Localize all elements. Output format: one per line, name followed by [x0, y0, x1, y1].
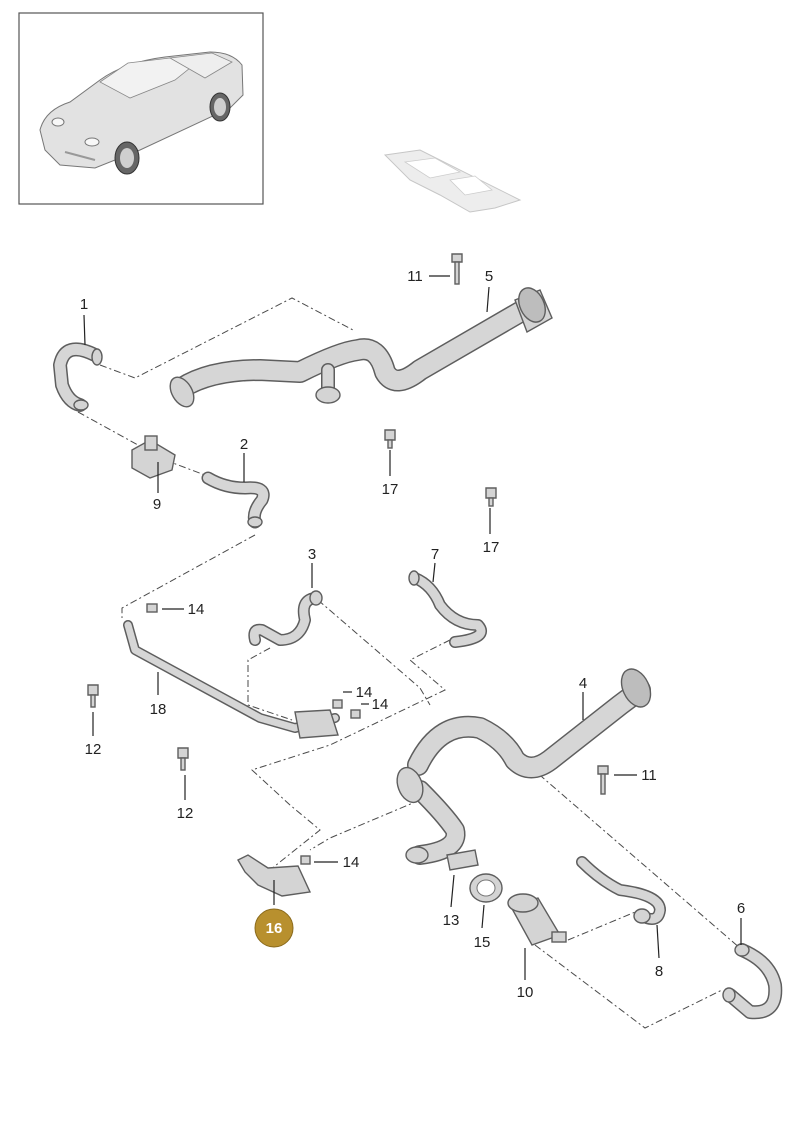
callout-14-a: 14 — [188, 601, 205, 618]
callout-3: 3 — [308, 546, 316, 563]
part-4-lower-coolant-pipe — [396, 668, 652, 865]
callout-labels: 1 2 3 4 5 6 7 8 9 10 11 11 12 12 13 14 1… — [80, 268, 745, 1001]
part-6-hose — [722, 943, 783, 1020]
callout-18: 18 — [150, 701, 167, 718]
callout-12-b: 12 — [177, 805, 194, 822]
bolt-17-a — [384, 429, 396, 449]
part-15-sleeve — [469, 873, 503, 903]
callout-8: 8 — [655, 963, 663, 980]
callout-1: 1 — [80, 296, 88, 313]
part-5-upper-coolant-pipe — [169, 287, 553, 408]
bolt-11-lower — [597, 765, 609, 795]
part-2-hose — [201, 471, 270, 529]
vehicle-thumbnail — [18, 12, 264, 205]
part-16-bracket — [237, 854, 312, 897]
part-10-pump — [507, 893, 567, 946]
bolt-17-b — [485, 487, 497, 507]
part-9-valve — [131, 435, 176, 479]
callout-11-top: 11 — [407, 268, 423, 285]
bolt-12-a — [87, 684, 99, 708]
callout-4: 4 — [579, 675, 587, 692]
callout-6: 6 — [737, 900, 745, 917]
callout-9: 9 — [153, 496, 161, 513]
part-8-hose — [576, 856, 666, 925]
callout-13: 13 — [443, 912, 460, 929]
bolt-14-d — [300, 855, 311, 865]
bolt-11-top — [451, 253, 463, 285]
callout-12-a: 12 — [85, 741, 102, 758]
bolt-14-c — [350, 709, 361, 719]
bolt-14-a — [146, 603, 158, 613]
part-18-pipe — [123, 620, 340, 739]
callout-16-highlight: 16 — [254, 908, 294, 948]
highlight-badge — [254, 908, 294, 948]
callout-10: 10 — [517, 984, 534, 1001]
part-3-hose — [248, 590, 323, 646]
callout-11-lower: 11 — [641, 767, 657, 784]
callout-14-c: 14 — [372, 696, 389, 713]
callout-14-b: 14 — [356, 684, 373, 701]
leader-lines — [83, 275, 742, 980]
callout-2: 2 — [240, 436, 248, 453]
part-1-hose — [53, 342, 103, 412]
callout-16: 16 — [266, 920, 283, 937]
callout-15: 15 — [474, 934, 491, 951]
callout-5: 5 — [485, 268, 493, 285]
callout-7: 7 — [431, 546, 439, 563]
part-7-hose — [408, 570, 487, 648]
callout-17-b: 17 — [483, 539, 500, 556]
part-13-clamp — [446, 849, 479, 871]
callout-14-d: 14 — [343, 854, 360, 871]
bolt-12-b — [177, 747, 189, 771]
callout-17-a: 17 — [382, 481, 399, 498]
bolt-14-b — [332, 699, 343, 709]
